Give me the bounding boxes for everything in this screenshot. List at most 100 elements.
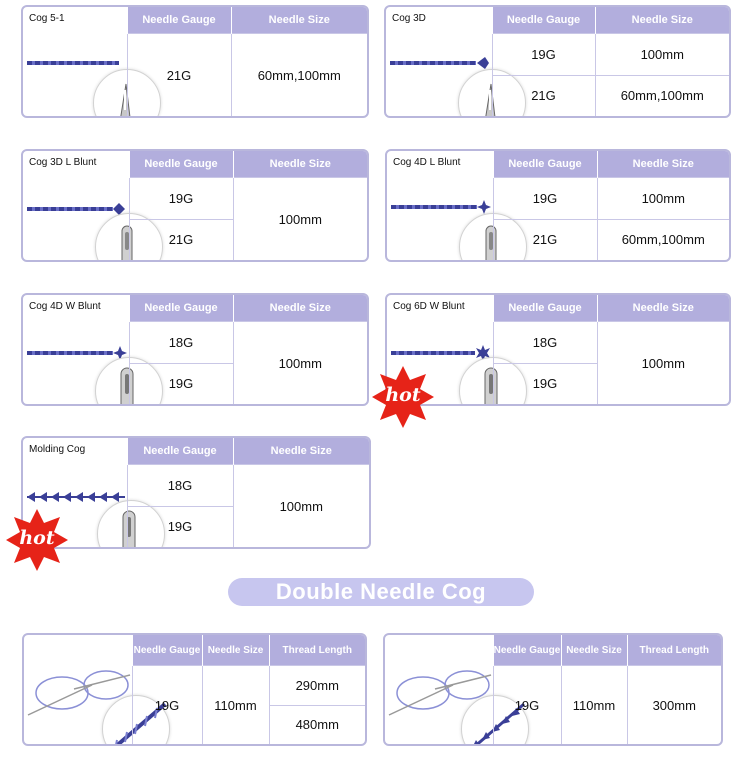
cog-head-icon xyxy=(477,57,489,69)
thread-icon xyxy=(391,205,477,209)
product-image xyxy=(24,635,170,744)
double-needle-icon xyxy=(388,670,492,716)
thread-length-header: Thread Length xyxy=(268,635,365,666)
cog-head-icon xyxy=(477,200,491,214)
thread-length-cell: 480mm xyxy=(268,704,365,744)
product-card-molding-cog: Molding Cog Needle Gauge Needle Size 18G… xyxy=(21,436,371,549)
double-needle-card-1: Needle Gauge Needle Size Thread Length 1… xyxy=(22,633,367,746)
cog-head-icon xyxy=(113,203,125,215)
gauge-cell: 18G xyxy=(126,464,233,507)
needle-size-header: Needle Size xyxy=(594,7,729,34)
thread-icon xyxy=(27,61,119,65)
gauge-cell: 19G xyxy=(128,362,233,404)
product-image: Cog 5-1 xyxy=(23,7,161,116)
thread-icon xyxy=(27,351,113,355)
gauge-cell: 21G xyxy=(126,33,231,116)
gauge-cell: 19G xyxy=(128,177,233,220)
needle-size-header: Needle Size xyxy=(232,438,369,465)
product-image: Cog 4D L Blunt xyxy=(387,151,527,260)
gauge-cell: 19G xyxy=(492,362,597,404)
needle-gauge-header: Needle Gauge xyxy=(128,151,233,178)
needle-gauge-header: Needle Gauge xyxy=(126,438,233,465)
cog-head-icon xyxy=(476,345,490,361)
product-name: Cog 6D W Blunt xyxy=(393,301,465,312)
product-card-cog-6d-w-blunt: Cog 6D W Blunt Needle Gauge Needle Size … xyxy=(385,293,731,406)
spec-table: Needle Gauge Needle Size 19G 100mm 21G 6… xyxy=(491,7,729,116)
thread-length-header: Thread Length xyxy=(626,635,721,666)
needle-size-header: Needle Size xyxy=(201,635,269,666)
needle-gauge-header: Needle Gauge xyxy=(131,635,202,666)
size-cell: 110mm xyxy=(560,665,627,744)
product-card-cog-4d-w-blunt: Cog 4D W Blunt Needle Gauge Needle Size … xyxy=(21,293,369,406)
needle-size-header: Needle Size xyxy=(232,295,367,322)
spec-table: Needle Gauge Needle Size 18G 100mm 19G xyxy=(126,438,369,547)
gauge-cell: 21G xyxy=(128,218,233,260)
product-name: Cog 4D L Blunt xyxy=(393,157,461,168)
size-cell: 60mm,100mm xyxy=(596,218,729,260)
size-cell: 100mm xyxy=(232,177,367,260)
section-banner: Double Needle Cog xyxy=(228,578,534,606)
needle-size-header: Needle Size xyxy=(560,635,627,666)
cog-head-icon xyxy=(113,346,127,360)
gauge-cell: 18G xyxy=(128,321,233,364)
needle-size-header: Needle Size xyxy=(596,151,729,178)
size-cell: 100mm xyxy=(596,321,729,404)
thread-length-cell: 290mm xyxy=(268,665,365,706)
size-cell: 100mm xyxy=(596,177,729,220)
needle-gauge-header: Needle Gauge xyxy=(492,635,561,666)
gauge-cell: 19G xyxy=(126,505,233,547)
product-image: Cog 3D xyxy=(386,7,526,116)
molding-thread-icon xyxy=(27,492,125,502)
needle-size-header: Needle Size xyxy=(230,7,367,34)
hot-badge: hot xyxy=(372,366,434,428)
product-name: Cog 3D xyxy=(392,13,426,24)
double-needle-icon xyxy=(27,670,131,716)
size-cell: 100mm xyxy=(232,464,369,547)
needle-gauge-header: Needle Gauge xyxy=(126,7,231,34)
spec-table: Needle Gauge Needle Size 21G 60mm,100mm xyxy=(126,7,367,116)
product-name: Molding Cog xyxy=(29,444,86,455)
size-cell: 110mm xyxy=(201,665,269,744)
spec-table: Needle Gauge Needle Size Thread Length 1… xyxy=(492,635,721,744)
gauge-cell: 21G xyxy=(492,218,597,260)
gauge-cell: 21G xyxy=(491,74,595,116)
starburst-icon xyxy=(6,509,68,571)
needle-gauge-header: Needle Gauge xyxy=(491,7,595,34)
product-name: Cog 4D W Blunt xyxy=(29,301,101,312)
spec-table: Needle Gauge Needle Size 18G 100mm 19G xyxy=(128,295,367,404)
hot-badge-label: hot xyxy=(385,384,421,406)
double-needle-card-2: Needle Gauge Needle Size Thread Length 1… xyxy=(383,633,723,746)
product-name: Cog 3D L Blunt xyxy=(29,157,97,168)
gauge-cell: 19G xyxy=(492,177,597,220)
thread-icon xyxy=(391,351,475,355)
starburst-icon xyxy=(372,366,434,428)
gauge-cell: 18G xyxy=(492,321,597,364)
spec-table: Needle Gauge Needle Size 19G 100mm 21G 6… xyxy=(492,151,729,260)
size-cell: 60mm,100mm xyxy=(594,74,729,116)
needle-gauge-header: Needle Gauge xyxy=(492,151,597,178)
product-card-cog-3d: Cog 3D Needle Gauge Needle Size 19G 100m… xyxy=(384,5,731,118)
thread-length-cell: 300mm xyxy=(626,665,721,744)
product-image xyxy=(385,635,529,744)
gauge-cell: 19G xyxy=(131,665,202,744)
product-card-cog-5-1: Cog 5-1 Needle Gauge Needle Size 21G 60m… xyxy=(21,5,369,118)
product-image: Cog 4D W Blunt xyxy=(23,295,163,404)
product-card-cog-3d-l-blunt: Cog 3D L Blunt Needle Gauge Needle Size … xyxy=(21,149,369,262)
hot-badge-label: hot xyxy=(19,527,55,549)
size-cell: 100mm xyxy=(232,321,367,404)
needle-size-header: Needle Size xyxy=(232,151,367,178)
spec-table: Needle Gauge Needle Size 18G 100mm 19G xyxy=(492,295,729,404)
thread-icon xyxy=(27,207,113,211)
product-card-cog-4d-l-blunt: Cog 4D L Blunt Needle Gauge Needle Size … xyxy=(385,149,731,262)
hot-badge: hot xyxy=(6,509,68,571)
size-cell: 60mm,100mm xyxy=(230,33,367,116)
size-cell: 100mm xyxy=(594,33,729,76)
spec-table: Needle Gauge Needle Size Thread Length 1… xyxy=(131,635,365,744)
gauge-cell: 19G xyxy=(492,665,561,744)
product-name: Cog 5-1 xyxy=(29,13,65,24)
spec-table: Needle Gauge Needle Size 19G 100mm 21G xyxy=(128,151,367,260)
gauge-cell: 19G xyxy=(491,33,595,76)
needle-size-header: Needle Size xyxy=(596,295,729,322)
needle-gauge-header: Needle Gauge xyxy=(492,295,597,322)
thread-icon xyxy=(390,61,476,65)
